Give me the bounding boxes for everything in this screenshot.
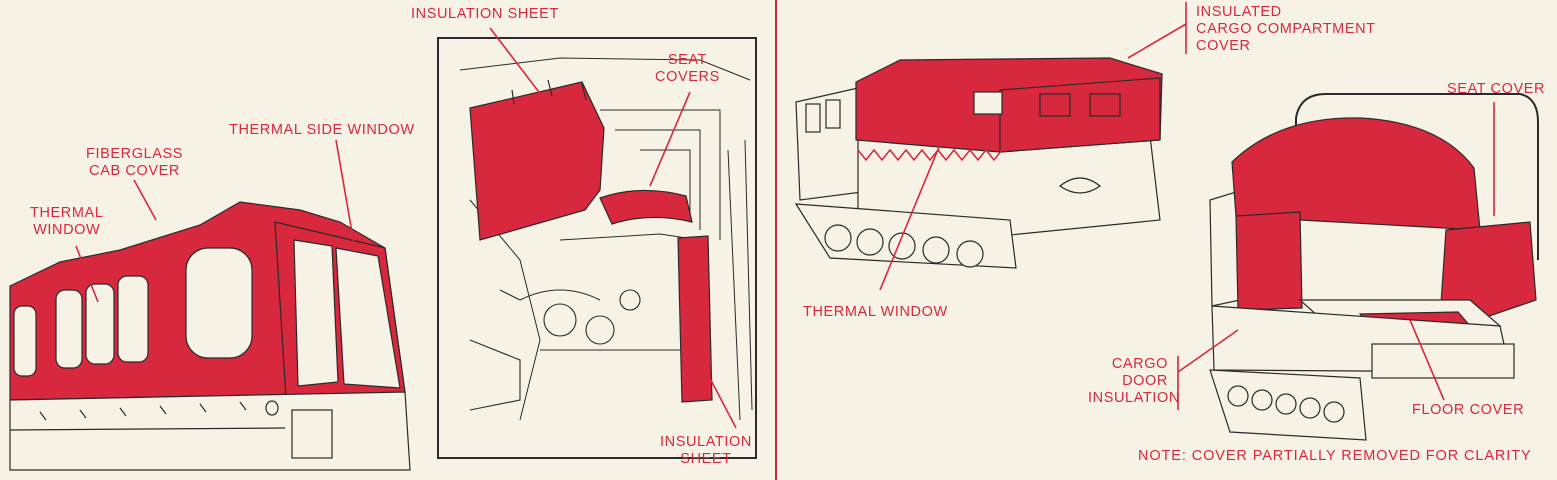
note-text: NOTE: COVER PARTIALLY REMOVED FOR CLARIT… bbox=[1138, 448, 1532, 464]
label-seat-covers: SEAT COVERS bbox=[655, 52, 720, 85]
label-floor-cover: FLOOR COVER bbox=[1412, 402, 1525, 418]
cab-interior-illustration bbox=[437, 37, 757, 459]
cargo-carrier-with-cover-illustration bbox=[794, 57, 1163, 269]
label-cargo-door-insulation: CARGO DOOR INSULATION bbox=[1088, 356, 1180, 406]
label-fiberglass-cab-cover: FIBERGLASS CAB COVER bbox=[86, 146, 184, 179]
label-thermal-window-right: THERMAL WINDOW bbox=[803, 304, 948, 320]
label-insulated-cargo-compartment-cover: INSULATED CARGO COMPARTMENT COVER bbox=[1196, 4, 1376, 54]
label-insulation-sheet-bottom: INSULATION SHEET bbox=[660, 434, 752, 467]
label-insulation-sheet-top: INSULATION SHEET bbox=[411, 6, 559, 22]
label-thermal-side-window: THERMAL SIDE WINDOW bbox=[229, 122, 415, 138]
label-thermal-window-left: THERMAL WINDOW bbox=[30, 205, 104, 238]
fiberglass-cab-cover-illustration bbox=[9, 201, 411, 471]
label-seat-cover-right: SEAT COVER bbox=[1447, 81, 1546, 97]
leader-lines bbox=[75, 2, 1495, 429]
cargo-compartment-interior-illustration bbox=[1209, 93, 1539, 441]
